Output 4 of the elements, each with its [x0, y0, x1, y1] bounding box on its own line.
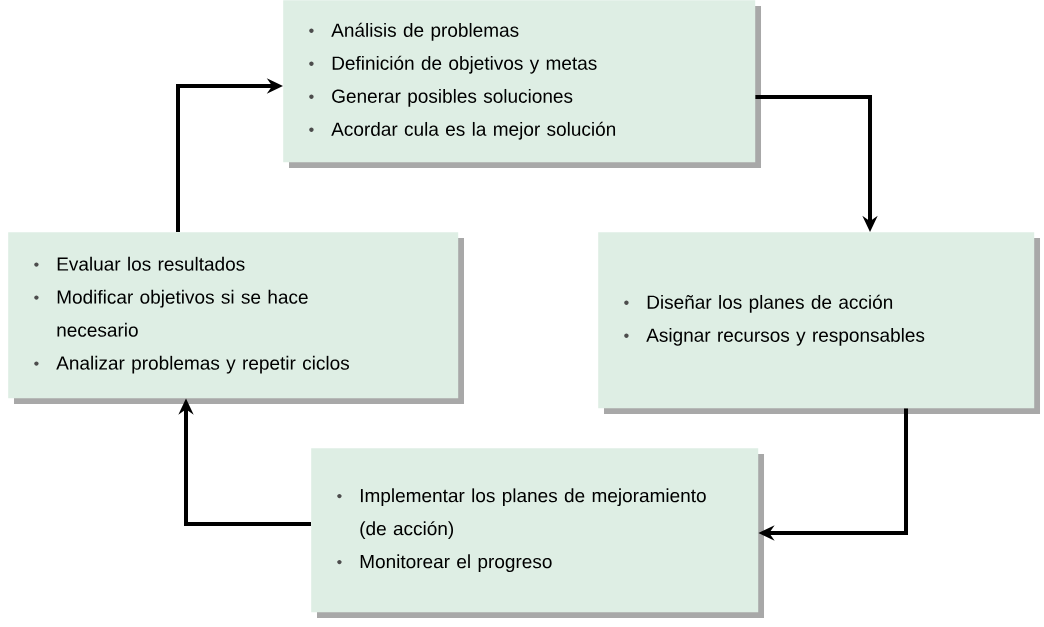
text-box: Diseñar los planes de acción Asignar recursos y responsables [598, 232, 1040, 414]
text-box: Análisis de problemas Definición de objetivos y metas Generar posibles soluciones Acordar cula es la mejor solución [283, 0, 761, 168]
text-box: Evaluar los resultados Modificar objetivos si se hace necesario Analizar problemas y repetir ciclos [8, 232, 464, 404]
text-box: Implementar los planes de mejoramiento (de acción) Monitorear el progreso [311, 448, 764, 618]
